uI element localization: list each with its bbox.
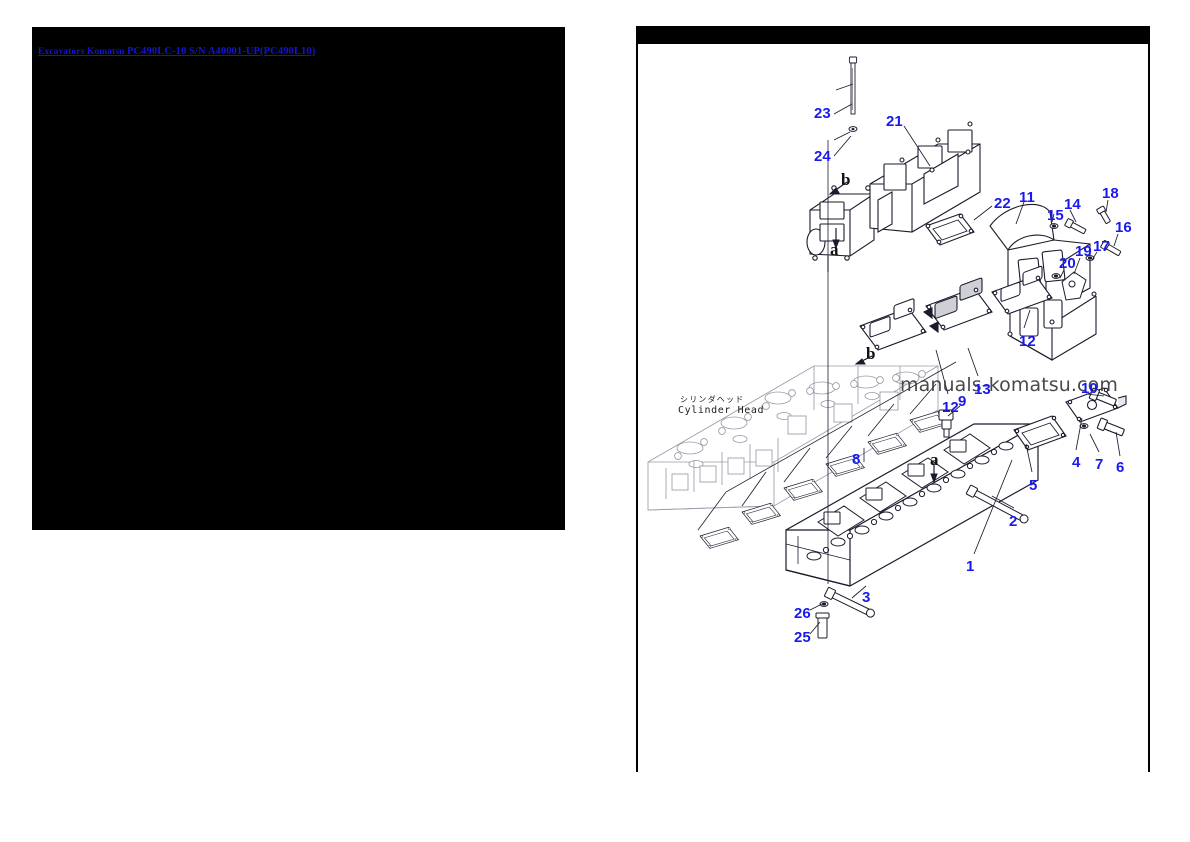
callout-number-11: 11 [1019, 189, 1035, 206]
left-image-panel: Excavators Komatsu PC490LC-10 S/N A40001… [32, 27, 565, 530]
section-mark-b: b [866, 344, 876, 363]
callout-number-15: 15 [1047, 207, 1064, 224]
callout-number-24: 24 [814, 148, 831, 165]
callout-number-13: 13 [974, 381, 991, 398]
callout-number-12: 12 [942, 399, 959, 416]
callout-number-12: 12 [1019, 333, 1036, 350]
callout-number-8: 8 [852, 451, 861, 468]
callout-number-17: 17 [1093, 238, 1110, 255]
callout-number-16: 16 [1115, 219, 1132, 236]
callout-number-25: 25 [794, 629, 811, 646]
callout-number-20: 20 [1059, 255, 1076, 272]
diagram-canvas: シリンダヘッド Cylinder Head manuals-komatsu.co… [638, 44, 1148, 772]
callout-number-23: 23 [814, 105, 831, 122]
callout-number-6: 6 [1116, 459, 1125, 476]
callout-number-3: 3 [862, 589, 871, 606]
cylinder-head-label-jp: シリンダヘッド [680, 395, 745, 404]
callout-number-10: 10 [1081, 380, 1098, 397]
section-mark-a: a [930, 450, 939, 469]
breadcrumb-link-model[interactable]: PC490LC-10 S/N A40001-UP(PC490L10) [126, 46, 316, 57]
watermark: manuals-komatsu.com [900, 374, 1118, 396]
section-mark-a: a [830, 240, 839, 259]
cylinder-head-label-en: Cylinder Head [678, 405, 765, 416]
callout-number-14: 14 [1064, 196, 1081, 213]
callout-number-7: 7 [1095, 456, 1104, 473]
callout-number-18: 18 [1102, 185, 1119, 202]
callout-number-26: 26 [794, 605, 811, 622]
breadcrumb[interactable]: Excavators Komatsu PC490LC-10 S/N A40001… [38, 46, 315, 58]
manifold-assembly-linework [647, 56, 1127, 639]
callout-number-1: 1 [966, 558, 975, 575]
callout-number-22: 22 [994, 195, 1011, 212]
diagram-left-rule [636, 44, 638, 772]
callout-number-5: 5 [1029, 477, 1038, 494]
callout-number-21: 21 [886, 113, 903, 130]
diagram-right-rule [1148, 44, 1150, 772]
callout-number-9: 9 [958, 393, 967, 410]
parts-diagram-panel: シリンダヘッド Cylinder Head manuals-komatsu.co… [636, 26, 1150, 772]
section-mark-b: b [841, 170, 851, 189]
diagram-top-bar [636, 26, 1150, 44]
callout-number-2: 2 [1009, 513, 1018, 530]
callout-number-4: 4 [1072, 454, 1081, 471]
breadcrumb-link-excavators[interactable]: Excavators Komatsu [38, 47, 127, 57]
callout-number-19: 19 [1075, 243, 1092, 260]
